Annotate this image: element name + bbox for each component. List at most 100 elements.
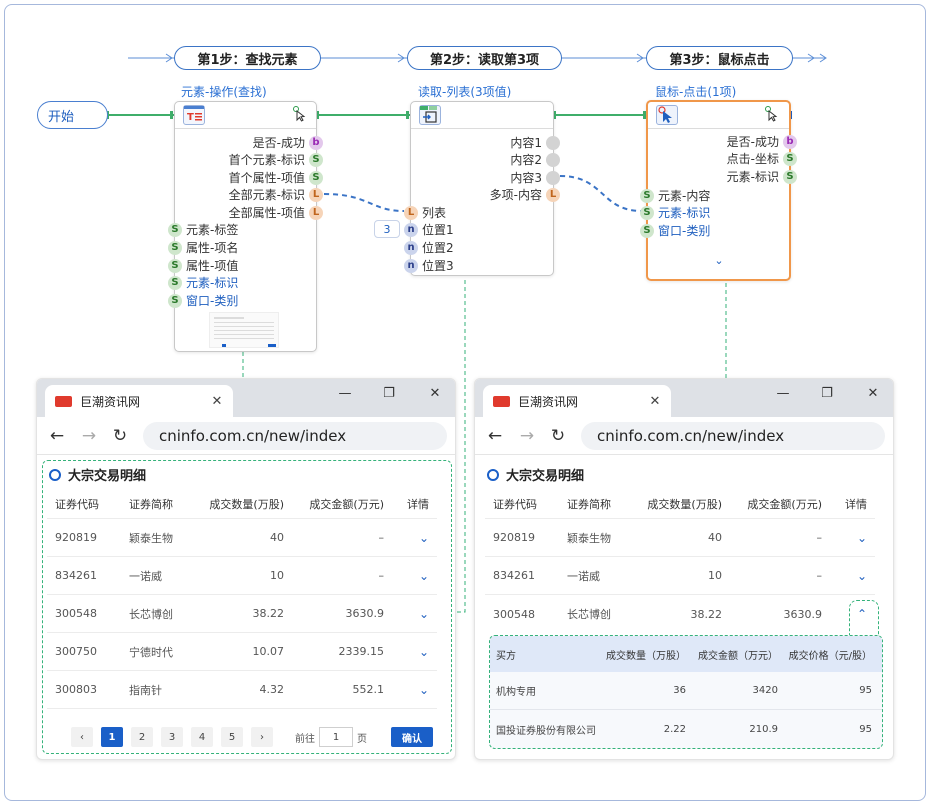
- table-row: 920819 颖泰生物 40 – ⌄: [485, 519, 875, 557]
- string-type-badge: S: [168, 222, 182, 237]
- reload-icon[interactable]: ↻: [112, 426, 128, 446]
- close-tab-icon[interactable]: ✕: [649, 393, 661, 409]
- port-label: 窗口-类别: [658, 224, 711, 238]
- expand-chevron-icon[interactable]: ⌄: [856, 568, 867, 583]
- confirm-button[interactable]: 确认: [391, 727, 433, 747]
- address-bar[interactable]: cninfo.com.cn/new/index: [581, 422, 885, 450]
- page-button[interactable]: 1: [101, 727, 123, 747]
- number-type-badge: n: [404, 258, 418, 273]
- string-type-badge: S: [309, 152, 323, 167]
- collapse-chevron-icon[interactable]: ⌃: [856, 607, 867, 621]
- string-type-badge: S: [783, 169, 797, 184]
- minimize-icon[interactable]: —: [338, 386, 352, 401]
- number-type-badge: n: [404, 222, 418, 237]
- url-text: cninfo.com.cn/new/index: [597, 427, 785, 445]
- expand-chevron-icon[interactable]: ⌄: [418, 568, 429, 583]
- pagination: ‹ 1 2 3 4 5 › 前往 1 页 确认: [71, 726, 433, 748]
- pointer-select-icon[interactable]: [292, 106, 306, 122]
- prev-page-icon[interactable]: ‹: [71, 727, 93, 747]
- expand-chevron-icon[interactable]: ⌄: [418, 606, 429, 621]
- detail-column-header: 买方: [496, 650, 516, 662]
- start-node[interactable]: 开始: [37, 101, 108, 129]
- back-arrow-icon[interactable]: ←: [49, 426, 65, 446]
- browser-tab[interactable]: 巨潮资讯网 ✕: [483, 385, 671, 417]
- output-port[interactable]: 内容3: [510, 169, 560, 186]
- cell-amount: 3630.9: [783, 607, 823, 621]
- page-title: 大宗交易明细: [68, 469, 147, 484]
- forward-arrow-icon[interactable]: →: [81, 426, 97, 446]
- port-label: 元素-标识: [658, 206, 711, 220]
- expand-chevron-icon[interactable]: ⌄: [418, 682, 429, 697]
- pointer-select-icon[interactable]: [764, 106, 778, 122]
- close-window-icon[interactable]: ✕: [429, 386, 441, 401]
- close-window-icon[interactable]: ✕: [867, 386, 879, 401]
- expand-highlight-outline: [849, 600, 879, 636]
- forward-arrow-icon[interactable]: →: [519, 426, 535, 446]
- chevron-down-icon[interactable]: ⌄: [714, 254, 724, 267]
- read-node-title: 读取-列表(3项值): [418, 85, 512, 99]
- back-arrow-icon[interactable]: ←: [487, 426, 503, 446]
- expand-chevron-icon[interactable]: ⌄: [856, 530, 867, 545]
- cell-code: 920819: [55, 531, 97, 544]
- page-button[interactable]: 2: [131, 727, 153, 747]
- cell-name: 一诺威: [567, 569, 600, 583]
- output-port[interactable]: 内容2: [510, 151, 560, 168]
- port-label: 元素-标识: [726, 170, 779, 184]
- cell-volume: 10: [708, 569, 722, 582]
- unconnected-port-dot: [546, 152, 560, 167]
- goto-page-input[interactable]: 1: [319, 727, 353, 747]
- output-port[interactable]: 内容1: [510, 134, 560, 151]
- expand-chevron-icon[interactable]: ⌄: [418, 644, 429, 659]
- minimize-icon[interactable]: —: [776, 386, 790, 401]
- close-tab-icon[interactable]: ✕: [211, 393, 223, 409]
- expand-chevron-icon[interactable]: ⌄: [418, 530, 429, 545]
- restore-icon[interactable]: ❐: [821, 386, 833, 401]
- page-button[interactable]: 3: [161, 727, 183, 747]
- reload-icon[interactable]: ↻: [550, 426, 566, 446]
- restore-icon[interactable]: ❐: [383, 386, 395, 401]
- cell-amount: –: [816, 531, 823, 544]
- port-label: 首个属性-项值: [228, 171, 305, 185]
- cell-amount: –: [378, 569, 385, 582]
- column-header: 详情: [845, 497, 867, 511]
- address-bar[interactable]: cninfo.com.cn/new/index: [143, 422, 447, 450]
- next-page-icon[interactable]: ›: [251, 727, 273, 747]
- column-header: 详情: [407, 497, 429, 511]
- cell-code: 300548: [55, 607, 97, 620]
- cell-name: 颖泰生物: [567, 531, 611, 545]
- page-button[interactable]: 4: [191, 727, 213, 747]
- port-label: 是否-成功: [726, 135, 779, 149]
- input-port[interactable]: S 元素-标识: [640, 204, 710, 221]
- step-1-label: 第1步：查找元素: [197, 52, 298, 68]
- find-node-title: 元素-操作(查找): [181, 85, 267, 99]
- section-ring-icon: [49, 468, 61, 481]
- browser-tab[interactable]: 巨潮资讯网 ✕: [45, 385, 233, 417]
- port-label: 位置2: [422, 241, 454, 255]
- page-button[interactable]: 5: [221, 727, 243, 747]
- output-port[interactable]: 元素-标识 S: [727, 168, 797, 185]
- index-value-field[interactable]: 3: [374, 220, 400, 238]
- string-type-badge: S: [640, 205, 654, 220]
